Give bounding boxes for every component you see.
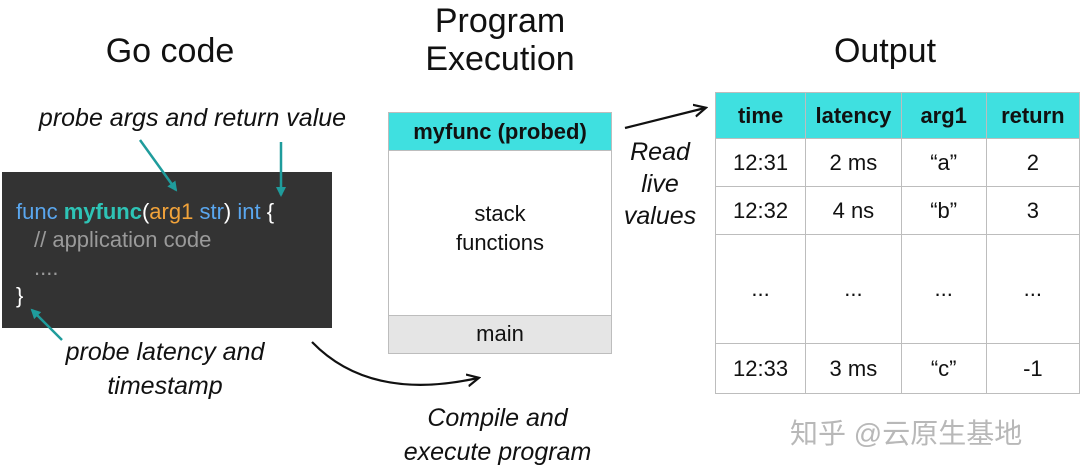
open-brace: {	[266, 199, 275, 224]
table-cell: 12:32	[714, 186, 807, 235]
close-paren: )	[223, 199, 232, 224]
probe-latency-line2: timestamp	[107, 371, 223, 400]
table-cell: ...	[714, 234, 807, 344]
probe-latency-arrow	[30, 308, 63, 341]
probe-latency-line1: probe latency and	[65, 338, 265, 366]
read-live-arrow	[624, 108, 705, 130]
table-header-latency: latency	[805, 92, 902, 139]
program-execution-heading-line2: Execution	[425, 40, 575, 79]
stack-label-line1: stack	[474, 201, 526, 226]
table-header-time: time	[714, 92, 807, 139]
code-line-4-close-brace: }	[16, 283, 24, 308]
table-row: ... ... ... ...	[714, 234, 1080, 344]
open-paren: (	[141, 199, 150, 224]
table-cell: 3	[985, 186, 1080, 235]
code-line-1: func myfunc(arg1 str) int {	[16, 198, 274, 226]
table-header-row: time latency arg1 return	[714, 92, 1080, 139]
main-frame: main	[389, 315, 611, 353]
program-execution-box: myfunc (probed) stack functions main	[388, 112, 612, 354]
table-cell: ...	[985, 234, 1080, 344]
watermark-text: 知乎 @云原生基地	[790, 418, 1023, 449]
probed-function-frame: myfunc (probed)	[389, 113, 611, 151]
func-keyword: func	[16, 199, 58, 224]
read-live-line1: Read	[630, 138, 690, 166]
probe-latency-annotation: probe latency and timestamp	[40, 336, 290, 404]
table-cell: 4 ns	[805, 186, 902, 235]
table-row: 12:31 2 ms “a” 2	[714, 138, 1080, 187]
table-cell: “b”	[900, 186, 987, 235]
read-live-line3: values	[623, 202, 697, 230]
output-heading: Output	[833, 32, 937, 70]
go-code-heading: Go code	[105, 32, 235, 70]
table-cell: -1	[985, 343, 1080, 394]
program-execution-heading: Program Execution	[400, 2, 600, 78]
argument-type: str	[199, 199, 224, 224]
table-row: 12:32 4 ns “b” 3	[714, 186, 1080, 235]
table-cell: 2	[985, 138, 1080, 187]
probe-args-annotation: probe args and return value	[38, 104, 347, 132]
probe-args-arrow	[138, 139, 178, 192]
program-execution-heading-line1: Program	[434, 2, 566, 40]
table-cell: ...	[805, 234, 902, 344]
argument-name: arg1	[149, 199, 194, 224]
return-type: int	[237, 199, 261, 224]
table-cell: “c”	[900, 343, 987, 394]
stack-functions-label: stack functions	[389, 199, 611, 257]
read-live-line2: live	[641, 170, 679, 198]
function-name: myfunc	[63, 199, 142, 224]
stack-label-line2: functions	[455, 230, 545, 255]
compile-annotation: Compile and execute program	[375, 402, 620, 470]
code-line-3-ellipsis: ....	[34, 255, 59, 280]
read-live-annotation: Read live values	[615, 136, 705, 232]
code-line-2-comment: // application code	[34, 227, 212, 252]
table-header-arg1: arg1	[900, 92, 987, 139]
table-cell: 12:33	[714, 343, 807, 394]
table-cell: “a”	[900, 138, 987, 187]
go-code-block: func myfunc(arg1 str) int { // applicati…	[2, 172, 332, 328]
table-row: 12:33 3 ms “c” -1	[714, 343, 1080, 394]
compile-line1: Compile and	[427, 404, 568, 432]
table-cell: 2 ms	[805, 138, 902, 187]
compile-arrow	[311, 341, 478, 385]
compile-line2: execute program	[403, 437, 592, 466]
table-cell: 12:31	[714, 138, 807, 187]
output-table: time latency arg1 return 12:31 2 ms “a” …	[714, 92, 1080, 394]
